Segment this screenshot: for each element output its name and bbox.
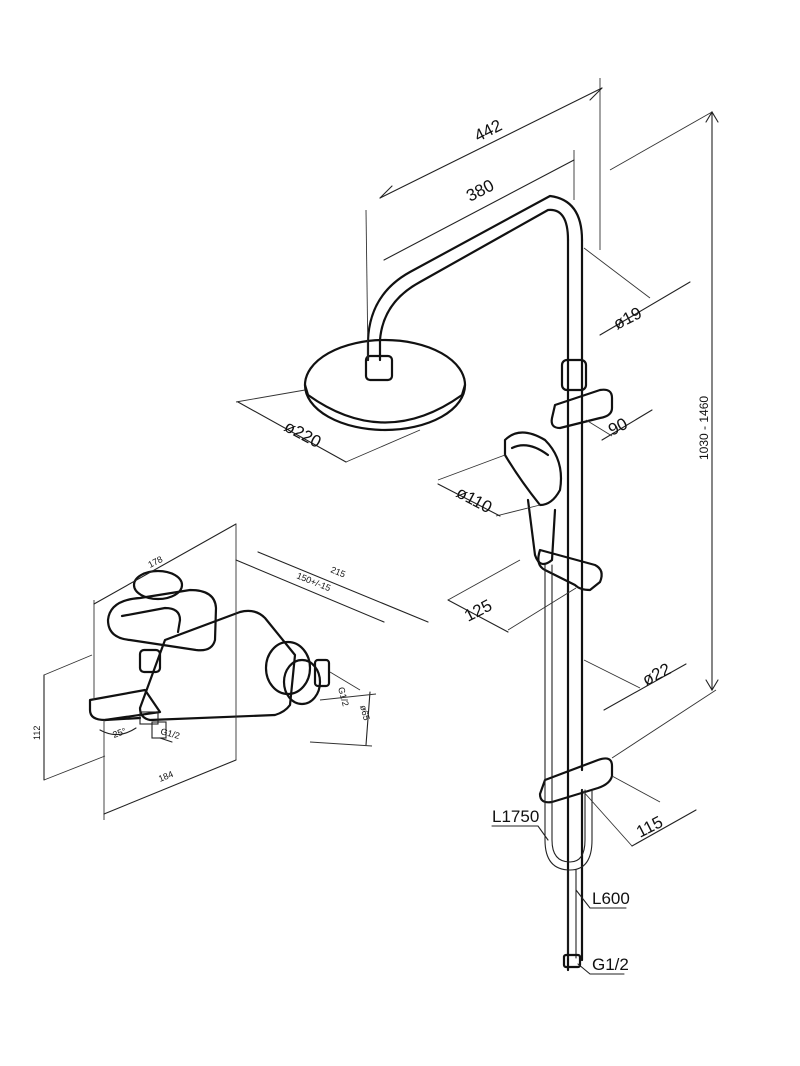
dim-125: 125 xyxy=(447,559,577,633)
dim-1030: 1030 - 1460 xyxy=(609,110,719,759)
mixer-body xyxy=(88,609,297,722)
dim-22: ø22 xyxy=(583,659,687,711)
dim-1030-label: 1030 - 1460 xyxy=(697,396,711,460)
dim-220-label: ø220 xyxy=(281,417,324,452)
dim-25deg-label: 25° xyxy=(111,726,128,740)
callout-L600: L600 xyxy=(575,889,630,909)
dim-184-label: 184 xyxy=(157,769,175,784)
dim-65: ø65 xyxy=(309,691,377,747)
wall-connection xyxy=(264,640,331,706)
dim-380: 380 xyxy=(383,150,575,261)
mixer-handle xyxy=(106,569,218,652)
dim-150-label: 150+/-15 xyxy=(295,571,332,594)
head-shower xyxy=(303,338,467,432)
dim-19-label: ø19 xyxy=(610,303,645,333)
dim-112-label: 112 xyxy=(32,726,42,740)
dim-g12-mixer-label: G1/2 xyxy=(336,686,351,707)
hand-shower xyxy=(503,431,563,566)
spout-outlet xyxy=(139,711,167,739)
dim-380-label: 380 xyxy=(463,176,497,206)
shower-hose xyxy=(544,564,593,969)
callout-G12: G1/2 xyxy=(577,955,629,975)
upper-slider xyxy=(550,358,614,430)
dim-125-label: 125 xyxy=(461,596,495,626)
dim-g12-mixer: G1/2 xyxy=(329,671,361,707)
diverter-knob xyxy=(138,648,162,674)
hand-shower-holder xyxy=(537,548,603,592)
dim-178: 178 xyxy=(93,523,237,700)
callout-G12-label: G1/2 xyxy=(592,955,629,974)
dim-22-label: ø22 xyxy=(639,659,674,689)
callout-L1750: L1750 xyxy=(491,807,549,841)
bath-mixer: 178 215 150+/-15 G1/2 ø65 xyxy=(32,523,429,820)
riser-pipe xyxy=(566,238,584,972)
dim-g12-spout-label: G1/2 xyxy=(159,726,180,741)
dim-25deg: 25° xyxy=(99,726,137,740)
dim-65-label: ø65 xyxy=(358,704,372,722)
dim-215: 215 xyxy=(235,524,429,760)
dim-110-label: ø110 xyxy=(453,483,495,517)
dim-220: ø220 xyxy=(235,389,421,463)
callout-L1750-label: L1750 xyxy=(492,807,539,826)
dim-115-label: 115 xyxy=(633,812,666,841)
dim-215-label: 215 xyxy=(329,565,347,580)
dim-112: 112 xyxy=(32,654,106,781)
bottom-bracket xyxy=(538,757,614,804)
callout-L600-label: L600 xyxy=(592,889,630,908)
dim-90: 90 xyxy=(585,409,653,441)
dim-g12-spout: G1/2 xyxy=(159,726,181,743)
shower-arm xyxy=(364,194,584,382)
dim-442: 442 xyxy=(365,78,603,361)
dim-178-label: 178 xyxy=(146,554,164,570)
shower-system: 442 380 ø19 1030 - 1460 90 xyxy=(235,78,719,975)
dim-442-label: 442 xyxy=(471,116,505,146)
dim-19: ø19 xyxy=(583,247,691,336)
